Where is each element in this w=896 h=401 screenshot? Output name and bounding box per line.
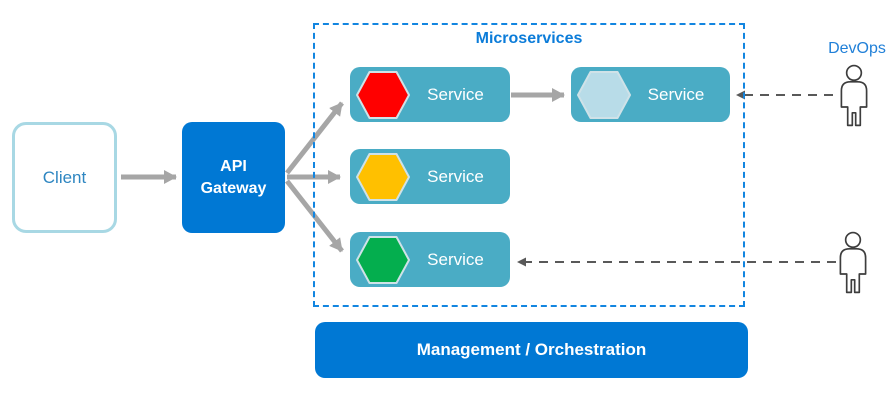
green-hexagon-icon [356, 235, 410, 284]
service-node-lightblue: Service [571, 67, 730, 122]
service-label: Service [427, 166, 484, 186]
red-hexagon-icon [356, 70, 410, 119]
light-blue-hexagon-icon [577, 70, 631, 119]
devops-person-icon-bottom [839, 231, 867, 294]
microservices-group: Microservices [313, 23, 745, 307]
management-orchestration-node: Management / Orchestration [315, 322, 748, 378]
microservices-group-label: Microservices [475, 30, 583, 47]
service-label: Service [427, 249, 484, 269]
service-label: Service [647, 84, 705, 104]
service-label: Service [427, 84, 484, 104]
client-node: Client [12, 122, 117, 233]
service-node-green: Service [350, 232, 510, 287]
client-label: Client [42, 167, 87, 187]
yellow-hexagon-icon [356, 152, 410, 201]
service-node-red: Service [350, 67, 510, 122]
api-gateway-label: API Gateway [200, 157, 267, 197]
api-gateway-node: API Gateway [182, 122, 285, 233]
management-orchestration-label: Management / Orchestration [416, 340, 647, 359]
devops-label: DevOps [828, 40, 886, 57]
service-node-yellow: Service [350, 149, 510, 204]
devops-person-icon-top [840, 64, 868, 127]
